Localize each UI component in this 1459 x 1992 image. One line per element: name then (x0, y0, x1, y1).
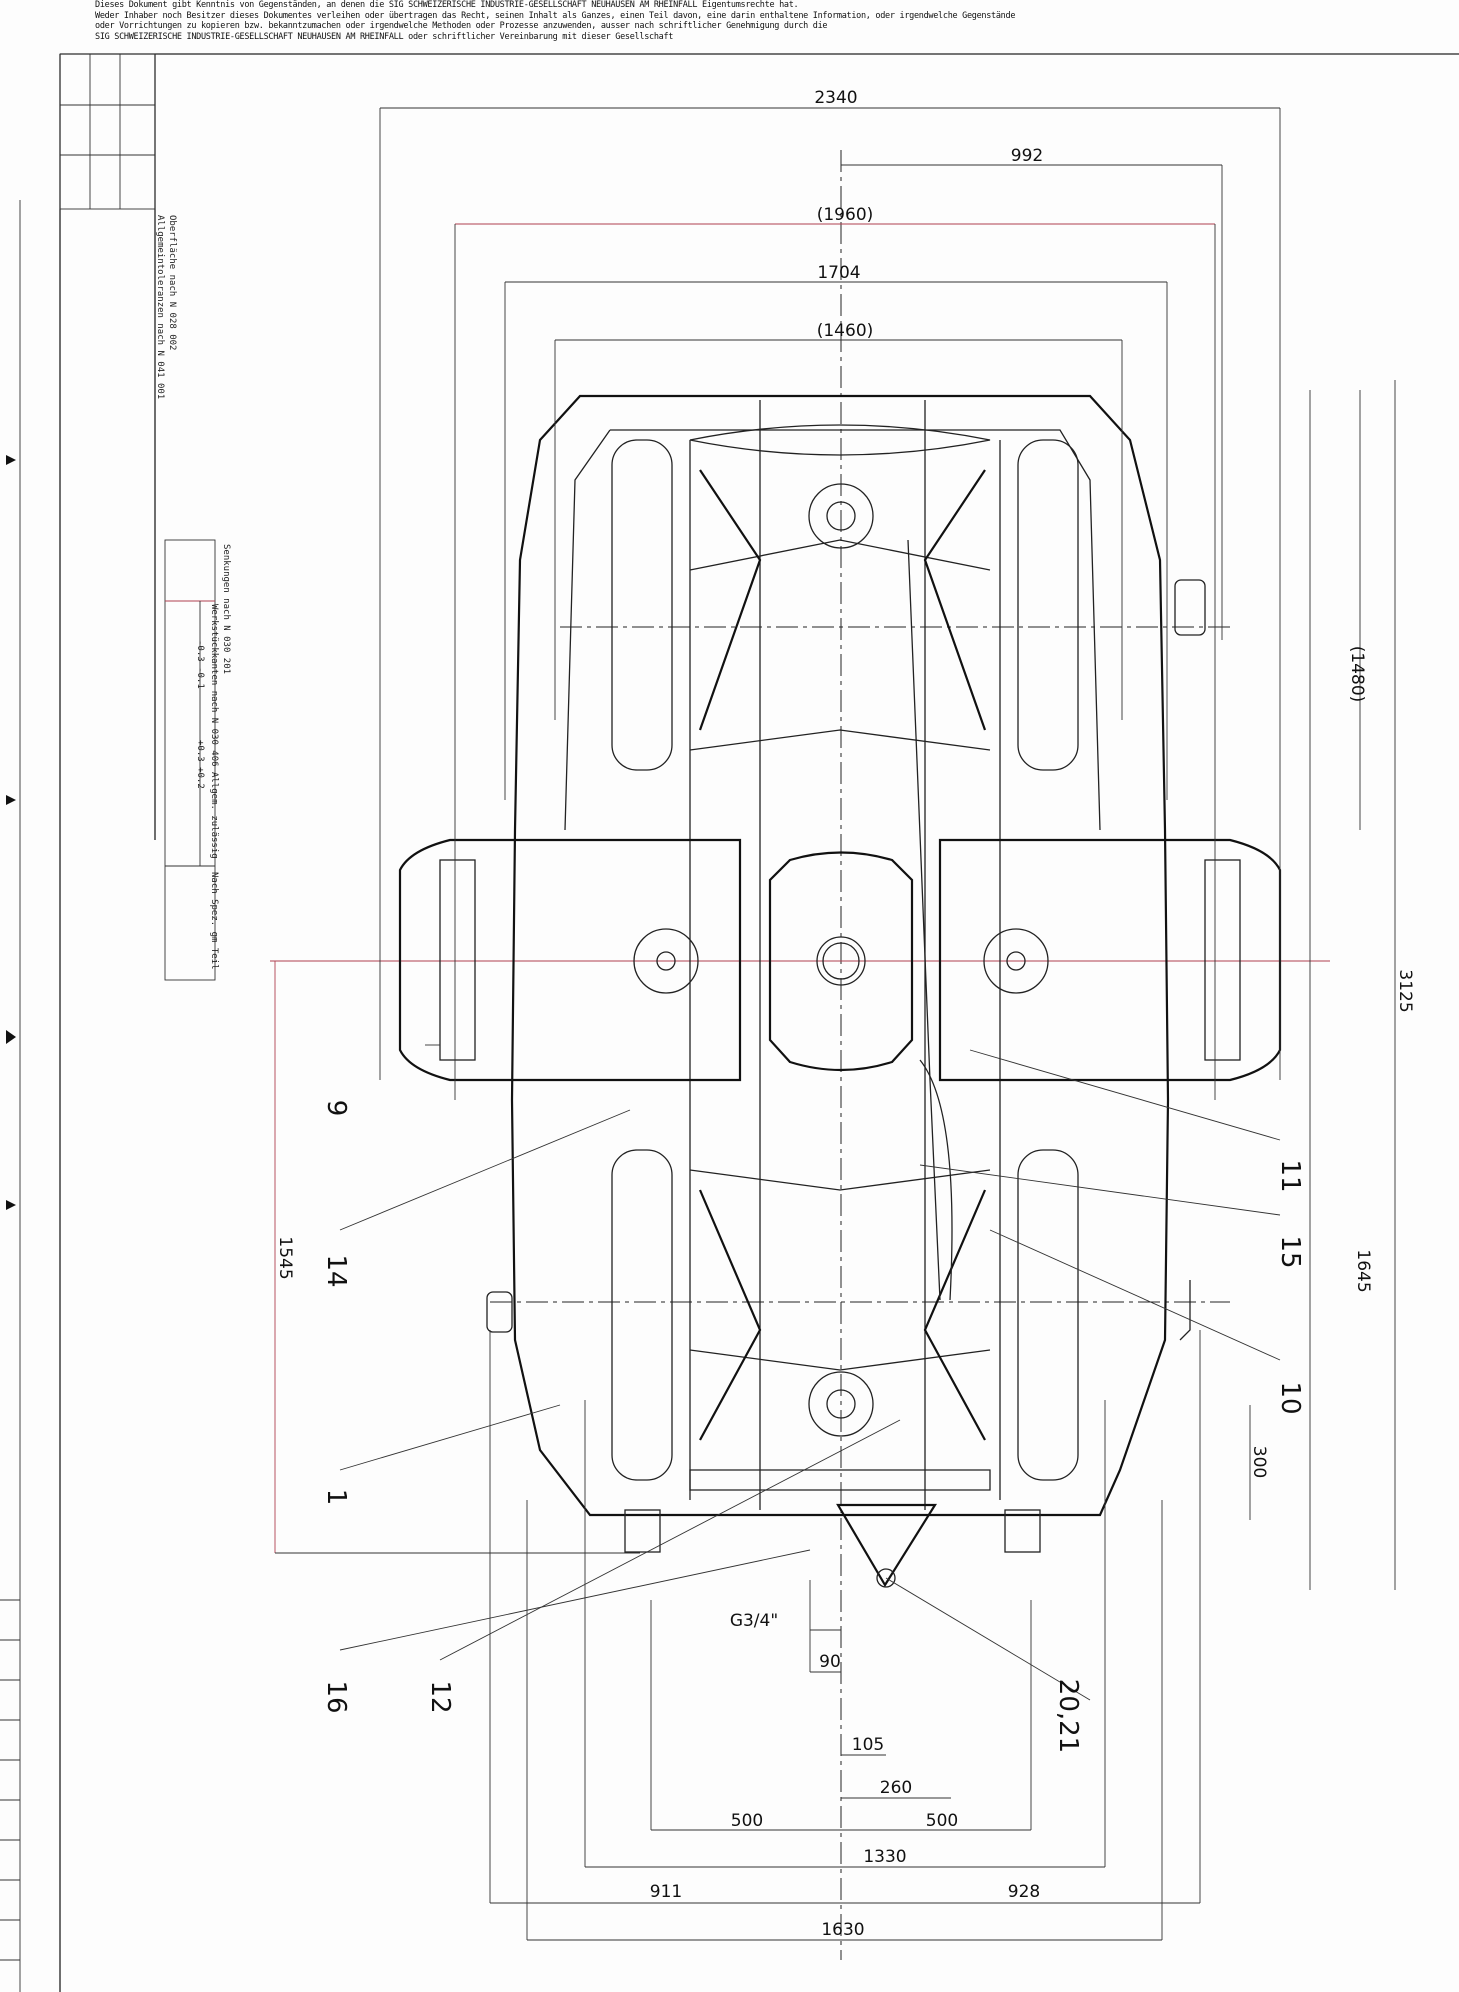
surface-note: Oberfläche nach N 028 002 (167, 215, 177, 350)
spec-label: Nach Spez. gm Teil (209, 872, 219, 970)
countersinks-label: Senkungen nach N 030 201 (221, 544, 231, 674)
dimension-lines (274, 107, 1396, 1941)
ruler-ticks (0, 1599, 20, 1961)
dim-2340: 2340 (814, 88, 857, 108)
edge-label: Werkstückkanten nach N 030 406 Allgem. z… (209, 604, 219, 859)
fold-marks (6, 455, 16, 1210)
wheel-right-rear (1017, 1149, 1079, 1481)
dim-911: 911 (650, 1882, 682, 1902)
part-20-21: 20,21 (1053, 1679, 1083, 1753)
edge-tol-2: +0.3 +0.2 (195, 740, 205, 789)
dim-1480: (1480) (1347, 646, 1367, 703)
part-11: 11 (1275, 1159, 1305, 1192)
part-14: 14 (321, 1254, 351, 1287)
part-16: 16 (321, 1680, 351, 1713)
center-pivot (768, 851, 914, 1072)
notice-line: Dieses Dokument gibt Kenntnis von Gegens… (95, 0, 799, 10)
dim-1330: 1330 (863, 1847, 906, 1867)
edge-table: Senkungen nach N 030 201 Werkstückkanten… (164, 539, 231, 981)
dim-300: 300 (1249, 1446, 1269, 1478)
dim-1630: 1630 (821, 1920, 864, 1940)
gearbox-front (808, 483, 874, 549)
dim-1545: 1545 (275, 1236, 295, 1279)
dim-500-left: 500 (731, 1811, 763, 1831)
dim-928: 928 (1008, 1882, 1040, 1902)
part-9: 9 (321, 1100, 351, 1117)
revision-block (59, 53, 156, 210)
bogie-frame (398, 394, 1282, 1588)
dim-3125: 3125 (1395, 969, 1415, 1012)
bolster-left (398, 838, 742, 1082)
wheel-left-front (611, 439, 673, 771)
notice-line: oder Vorrichtungen zu kopieren bzw. beka… (95, 21, 828, 31)
copyright-notice: Dieses Dokument gibt Kenntnis von Gegens… (95, 0, 1015, 42)
dim-992: 992 (1011, 146, 1043, 166)
notice-line: Weder Inhaber noch Besitzer dieses Dokum… (95, 10, 1016, 21)
side-bearer-left (439, 859, 476, 1061)
wheel-left-rear (611, 1149, 673, 1481)
dim-1960: (1960) (817, 205, 874, 225)
part-10: 10 (1275, 1381, 1305, 1414)
tolerance-note: Allgemeintoleranzen nach N 041 001 (155, 215, 165, 399)
bracket (836, 1503, 937, 1588)
dim-105: 105 (852, 1735, 884, 1755)
dim-500-right: 500 (926, 1811, 958, 1831)
gearbox-rear (808, 1371, 874, 1437)
dim-260: 260 (880, 1778, 912, 1798)
dim-1704: 1704 (817, 263, 860, 283)
side-bearer-right (1204, 859, 1241, 1061)
notice-line: SIG SCHWEIZERISCHE INDUSTRIE-GESELLSCHAF… (95, 31, 674, 42)
dim-90: 90 (819, 1652, 841, 1672)
part-12: 12 (425, 1680, 455, 1713)
leader-lines (339, 1044, 1281, 1701)
dim-1645: 1645 (1353, 1249, 1373, 1292)
thread-g34: G3/4" (730, 1611, 778, 1631)
wheel-right-front (1017, 439, 1079, 771)
part-15: 15 (1275, 1235, 1305, 1268)
bolster-right (938, 838, 1282, 1082)
dim-1460: (1460) (817, 321, 874, 341)
edge-tol-1: -0.3 -0.1 (195, 640, 205, 689)
part-1: 1 (321, 1489, 351, 1506)
